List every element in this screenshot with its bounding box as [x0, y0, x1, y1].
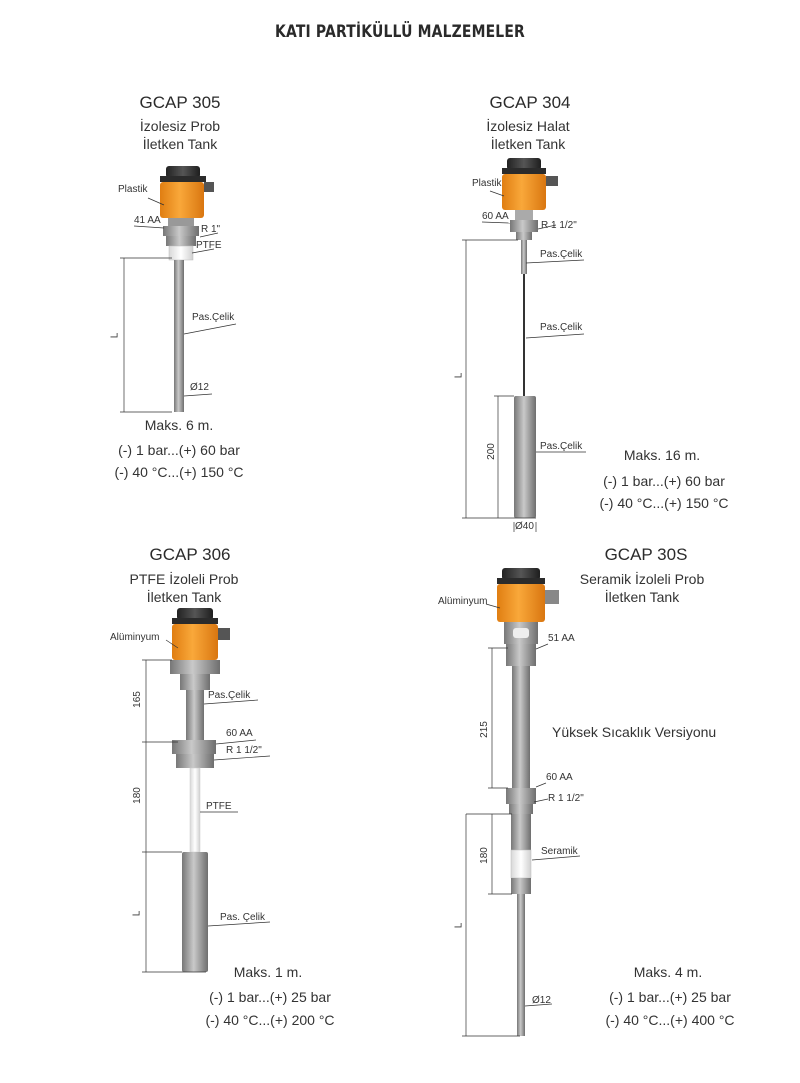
gcap30s-callout-hex-top: 51 AA	[548, 633, 575, 644]
gcap305-dimensions	[120, 197, 237, 413]
gcap304-desc-line1: İzolesiz Halat	[486, 118, 570, 134]
gcap305-dim-length: L	[109, 332, 121, 339]
gcap30s-desc-line1: Seramik İzoleli Prob	[579, 571, 705, 587]
gcap305-model: GCAP 305	[139, 93, 221, 112]
gcap304-dimensions	[462, 190, 586, 532]
gcap304-temperature: (-) 40 °C...(+) 150 °C	[599, 495, 729, 511]
gcap304-probe	[502, 158, 558, 518]
gcap305-desc-line2: İletken Tank	[142, 136, 218, 152]
gcap304-dim-length: L	[453, 372, 465, 379]
gcap304-dim-weight-length: 200	[485, 443, 497, 460]
gcap306-callout-thread: R 1 1/2"	[226, 745, 262, 756]
gcap306-temperature: (-) 40 °C...(+) 200 °C	[205, 1012, 335, 1028]
gcap304-model: GCAP 304	[489, 93, 571, 112]
gcap304-callout-hex: 60 AA	[482, 211, 509, 222]
gcap304-callout-diameter: Ø40	[515, 521, 534, 532]
gcap306-desc-line2: İletken Tank	[146, 589, 222, 605]
gcap306-desc-line1: PTFE İzoleli Prob	[129, 571, 239, 587]
gcap305-callout-housing: Plastik	[118, 184, 148, 195]
gcap30s-callout-housing: Alüminyum	[438, 596, 488, 607]
gcap305-callout-hex: 41 AA	[134, 215, 161, 226]
gcap305-temperature: (-) 40 °C...(+) 150 °C	[114, 464, 244, 480]
gcap305-callout-rod: Pas.Çelik	[192, 312, 235, 323]
gcap304-callout-housing: Plastik	[472, 178, 502, 189]
gcap30s-dimensions	[462, 603, 581, 1037]
gcap306-callout-housing: Alüminyum	[110, 632, 160, 643]
gcap304-callout-weight: Pas.Çelik	[540, 441, 583, 452]
gcap304-desc-line2: İletken Tank	[490, 136, 566, 152]
gcap306-callout-hex: 60 AA	[226, 728, 253, 739]
page-title: KATI PARTİKÜLLÜ MALZEMELER	[275, 22, 525, 42]
gcap30s-probe	[497, 568, 559, 1036]
gcap305-pressure: (-) 1 bar...(+) 60 bar	[118, 442, 240, 458]
gcap30s-callout-hex: 60 AA	[546, 772, 573, 783]
gcap30s-callout-diameter: Ø12	[532, 995, 551, 1006]
gcap305-probe	[160, 166, 214, 412]
gcap306-pressure: (-) 1 bar...(+) 25 bar	[209, 989, 331, 1005]
gcap30s-pressure: (-) 1 bar...(+) 25 bar	[609, 989, 731, 1005]
gcap304-callout-rope: Pas.Çelik	[540, 322, 583, 333]
gcap305-max-length: Maks. 6 m.	[144, 417, 214, 433]
gcap304-max-length: Maks. 16 m.	[623, 447, 701, 463]
gcap305-callout-insulator: PTFE	[196, 240, 222, 251]
gcap306-model: GCAP 306	[149, 545, 231, 564]
gcap30s-desc-line2: İletken Tank	[604, 589, 680, 605]
gcap30s-dim-length: L	[453, 922, 465, 929]
gcap306-max-length: Maks. 1 m.	[233, 964, 303, 980]
gcap304-callout-thread: R 1 1/2"	[541, 220, 577, 231]
gcap306-dim-insulated: 180	[131, 787, 143, 804]
gcap30s-dim-extension: 215	[478, 721, 490, 738]
gcap306-callout-rod: Pas. Çelik	[220, 912, 266, 923]
gcap30s-note: Yüksek Sıcaklık Versiyonu	[552, 724, 717, 740]
gcap306-callout-insulator: PTFE	[206, 801, 232, 812]
gcap30s-dim-insulated: 180	[478, 847, 490, 864]
gcap30s-max-length: Maks. 4 m.	[633, 964, 703, 980]
gcap304-pressure: (-) 1 bar...(+) 60 bar	[603, 473, 725, 489]
gcap304-callout-rope-top: Pas.Çelik	[540, 249, 583, 260]
gcap30s-model: GCAP 30S	[604, 545, 688, 564]
gcap305-callout-thread: R 1"	[201, 224, 221, 235]
gcap306-probe	[170, 608, 230, 972]
gcap306-callout-neck: Pas.Çelik	[208, 690, 251, 701]
gcap306-dim-neck: 165	[131, 691, 143, 708]
gcap305-desc-line1: İzolesiz Prob	[139, 118, 221, 134]
gcap30s-callout-thread: R 1 1/2"	[548, 793, 584, 804]
gcap305-callout-diameter: Ø12	[190, 382, 209, 393]
gcap30s-temperature: (-) 40 °C...(+) 400 °C	[605, 1012, 735, 1028]
gcap30s-callout-insulator: Seramik	[541, 846, 578, 857]
gcap306-dim-length: L	[131, 910, 143, 917]
gcap306-dimensions	[142, 639, 271, 973]
